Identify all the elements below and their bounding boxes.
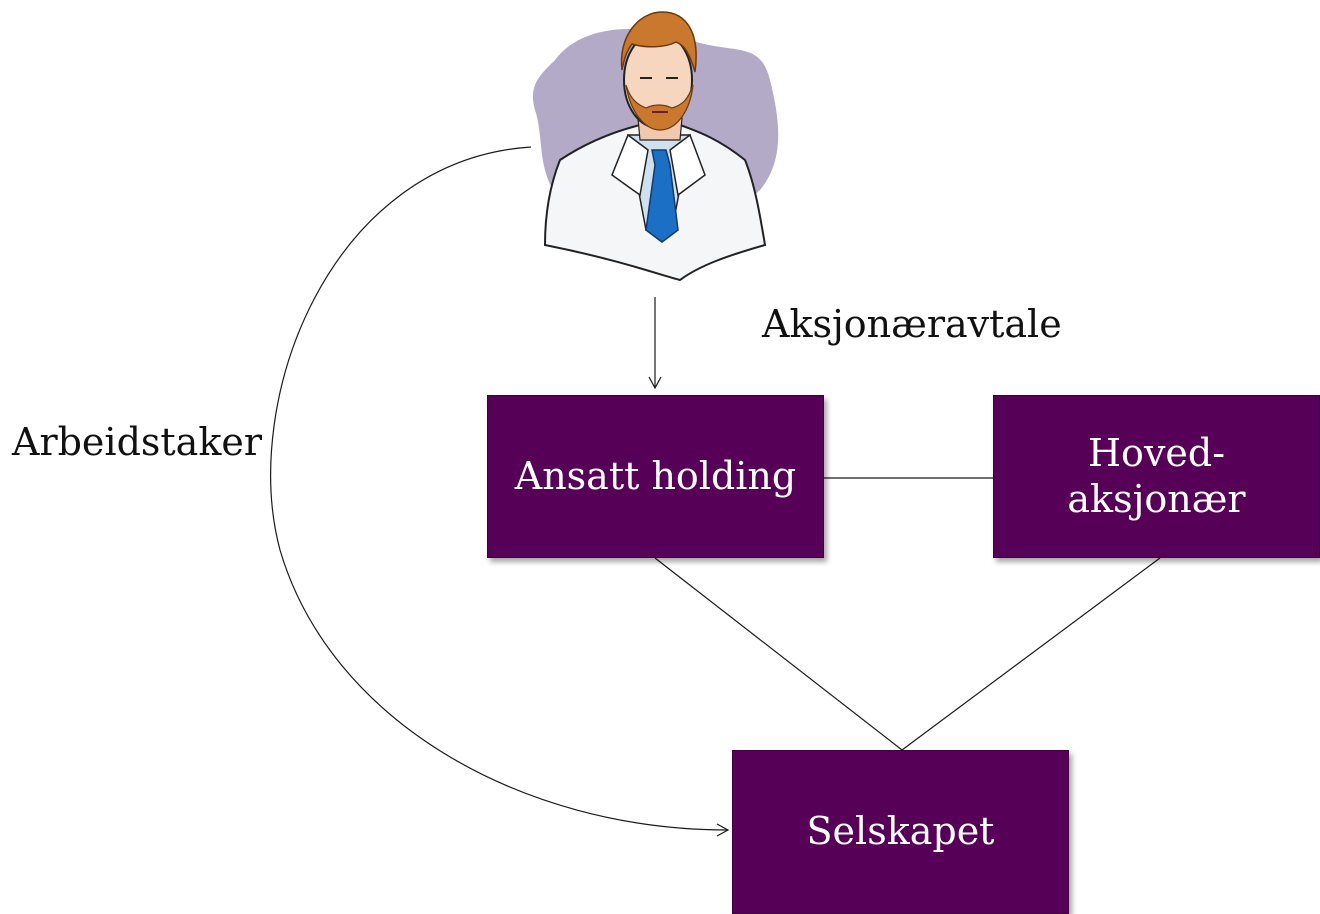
line-holding-to-company <box>654 557 903 751</box>
company-box: Selskapet <box>732 750 1069 914</box>
main-shareholder-box: Hoved- aksjonær <box>993 395 1320 558</box>
employee-holding-label: Ansatt holding <box>514 453 797 498</box>
employee-holding-box: Ansatt holding <box>487 395 824 558</box>
shareholder-agreement-label: Aksjonæravtale <box>762 302 1062 346</box>
company-label: Selskapet <box>806 809 995 854</box>
main-shareholder-label-line1: Hoved- <box>1087 430 1226 475</box>
main-shareholder-label-line2: aksjonær <box>1067 476 1246 521</box>
employee-label: Arbeidstaker <box>12 420 263 464</box>
curved-arrow-person-to-company <box>270 146 730 837</box>
line-main-shareholder-to-company <box>901 557 1161 751</box>
doctor-person-icon <box>532 11 779 282</box>
